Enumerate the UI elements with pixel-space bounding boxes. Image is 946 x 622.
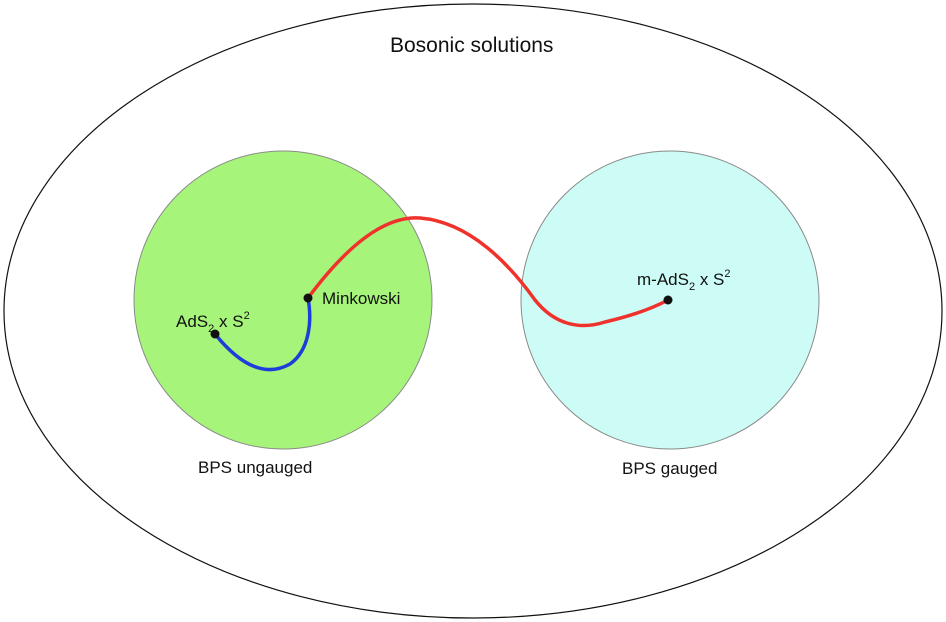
- blue-flow-path: [213, 296, 312, 372]
- m-ads2xs2-point: [663, 295, 673, 305]
- bps-ungauged-label: BPS ungauged: [198, 458, 313, 477]
- m-ads2xs2-label-sub: 2: [688, 281, 696, 293]
- m-ads2xs2-label-pre: m-AdS: [637, 270, 689, 289]
- m-ads2xs2-label: m-AdS2 x S2: [637, 269, 731, 293]
- m-ads2xs2-label-sup: 2: [724, 268, 731, 280]
- minkowski-label: Minkowski: [322, 289, 401, 308]
- m-ads2xs2-label-mid: x S: [695, 270, 725, 289]
- ads2xs2-label-sub: 2: [208, 323, 215, 335]
- ads2xs2-label-pre: AdS: [176, 312, 209, 331]
- ads2xs2-label-sup: 2: [243, 310, 250, 322]
- minkowski-point: [303, 293, 313, 303]
- ads2xs2-label-mid: x S: [214, 312, 244, 331]
- ads2xs2-label: AdS2 x S2: [176, 311, 250, 335]
- bps-gauged-label: BPS gauged: [622, 459, 718, 478]
- bosonic-solutions-label: Bosonic solutions: [390, 34, 554, 57]
- red-flow-path: [306, 216, 670, 328]
- ads2xs2-point: [210, 329, 220, 339]
- bps-ungauged-circle: [133, 150, 433, 450]
